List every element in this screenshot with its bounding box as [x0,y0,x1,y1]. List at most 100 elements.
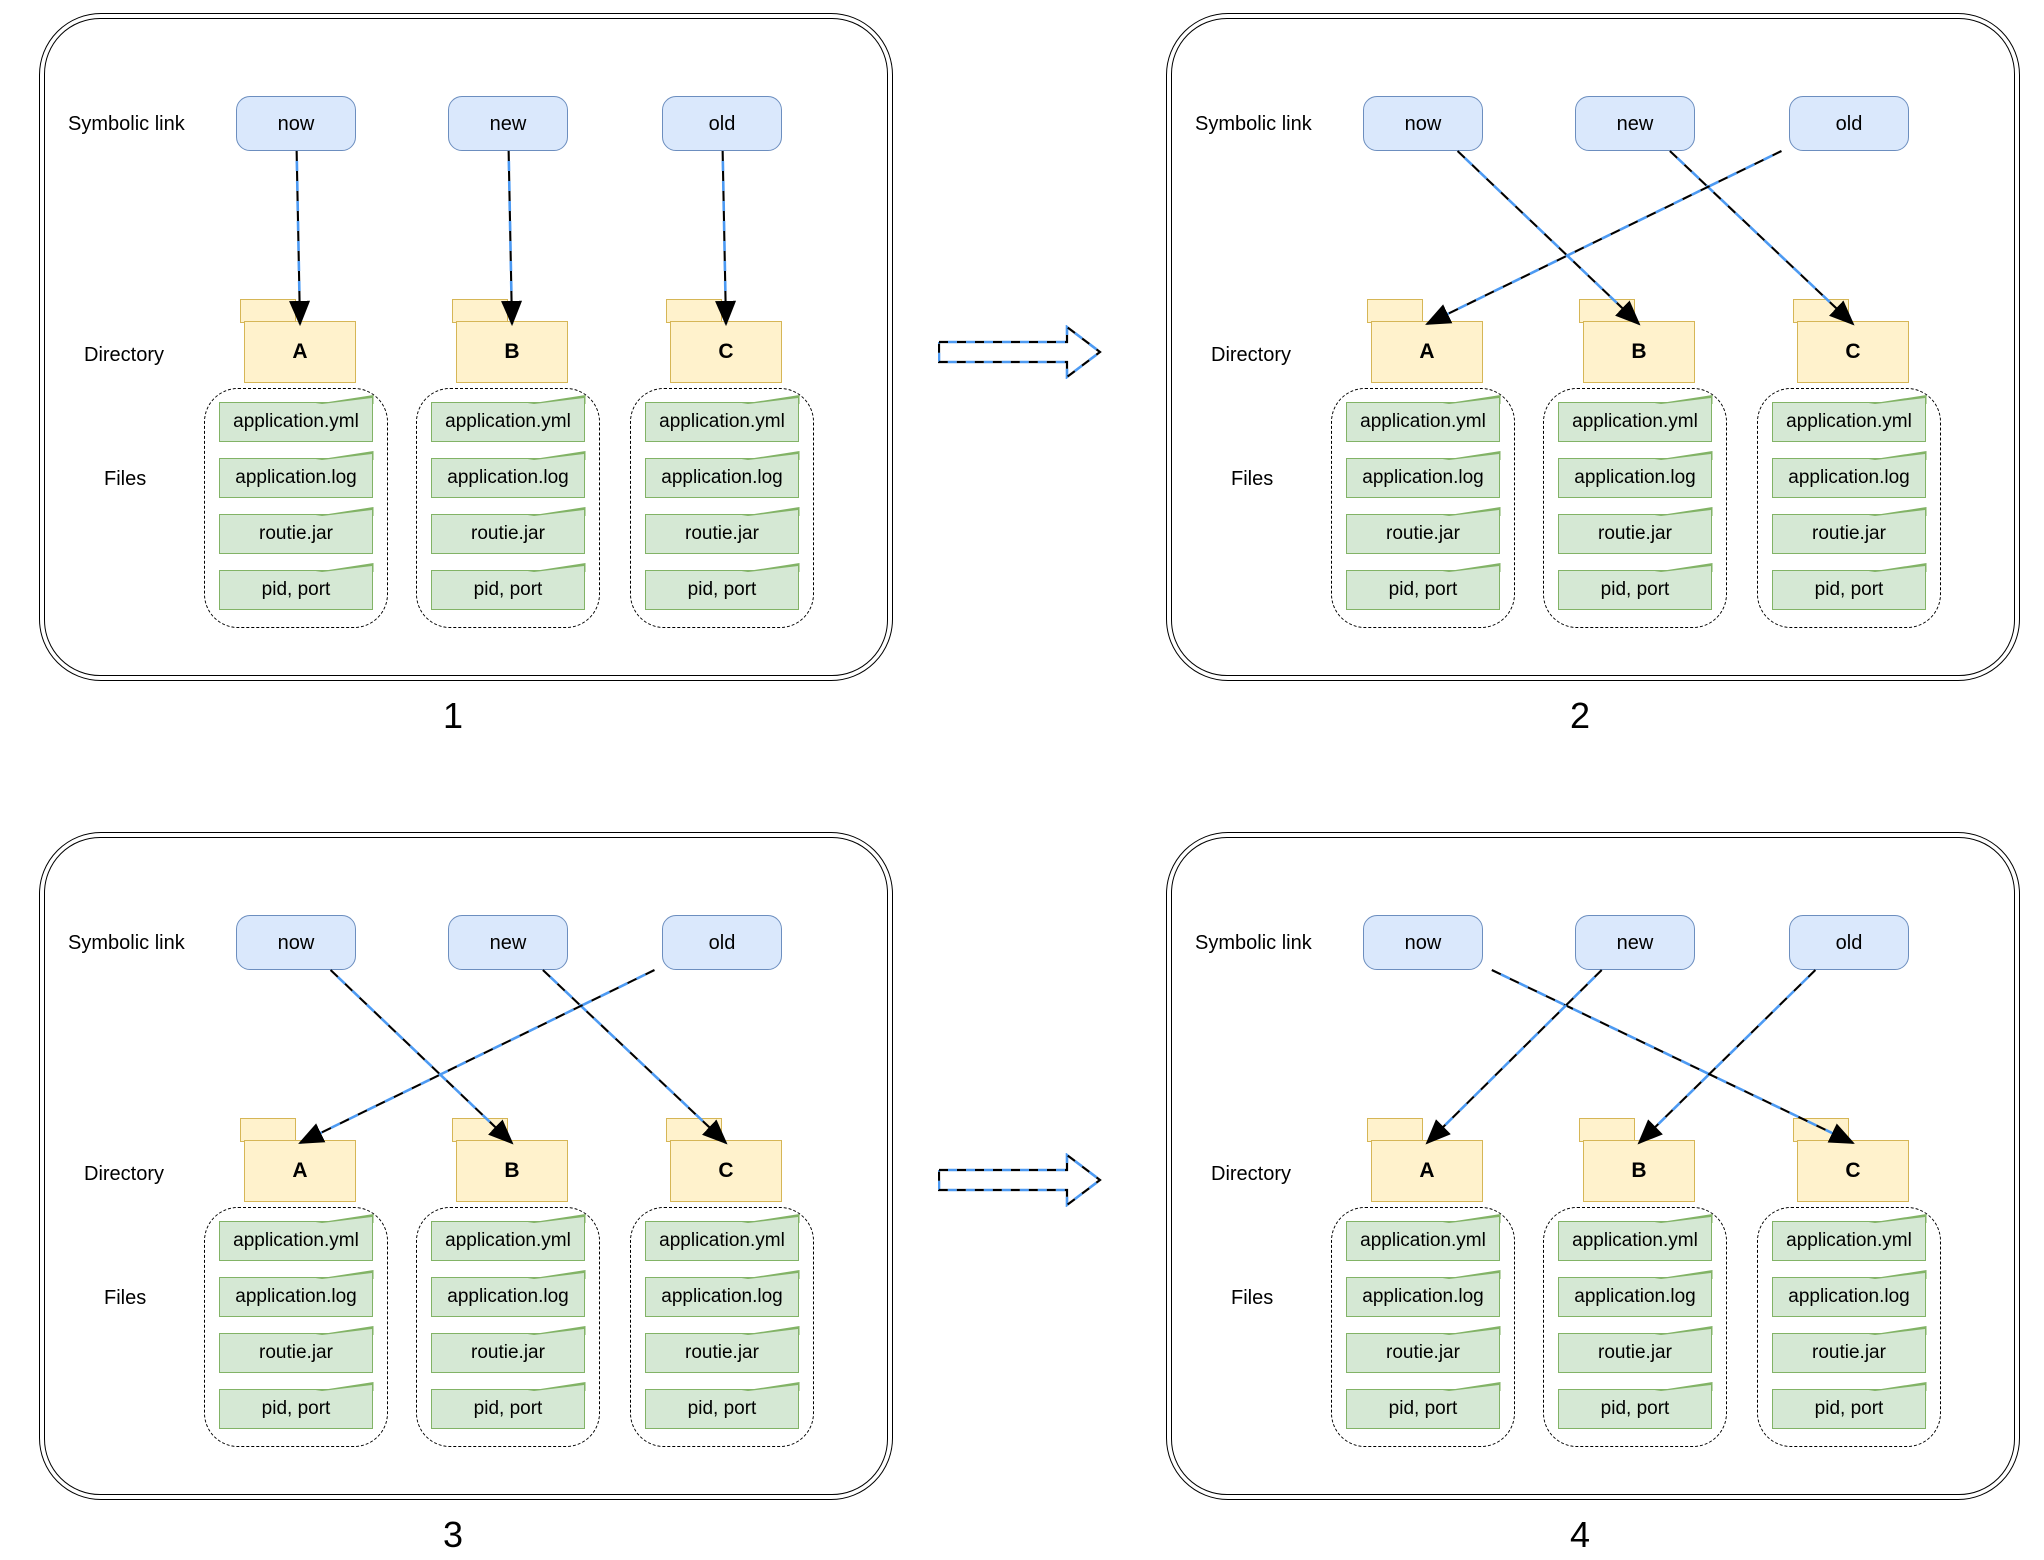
file-item: pid, port [1772,1389,1926,1429]
link-arrow-new-to-A [1426,969,1603,1144]
file-item: pid, port [219,570,373,610]
file-item: pid, port [431,570,585,610]
panel-number: 3 [442,1514,464,1555]
link-arrow-now-to-A [289,150,311,327]
files-group-c: application.yml application.log routie.j… [1757,388,1941,628]
file-item: pid, port [1346,570,1500,610]
panel-number: 4 [1569,1514,1591,1555]
file-item: routie.jar [431,514,585,554]
row-label-symbolic-link: Symbolic link [1195,932,1312,954]
file-item: application.yml [645,402,799,442]
folder-tab-icon [240,299,296,323]
link-arrow-old-to-C [715,150,737,327]
files-group-a: application.yml application.log routie.j… [204,1207,388,1447]
symlink-box-old: old [662,915,782,970]
symlink-box-old: old [1789,915,1909,970]
row-label-files: Files [1231,468,1274,490]
directory-folder-b: B [1583,321,1695,383]
link-arrow-new-to-B [501,150,523,327]
file-item: application.log [1772,1277,1926,1317]
file-item: application.log [431,458,585,498]
block-arrow-icon [937,1152,1103,1208]
file-item: pid, port [431,1389,585,1429]
row-label-symbolic-link: Symbolic link [68,932,185,954]
file-item: application.yml [645,1221,799,1261]
directory-folder-a: A [1371,1140,1483,1202]
file-item: application.log [431,1277,585,1317]
panel-number: 1 [442,695,464,736]
file-item: application.yml [1558,402,1712,442]
file-item: routie.jar [219,514,373,554]
folder-tab-icon [1367,299,1423,323]
directory-folder-c: C [1797,321,1909,383]
file-item: application.yml [219,1221,373,1261]
file-item: routie.jar [645,514,799,554]
row-label-directory: Directory [84,1163,165,1185]
files-group-b: application.yml application.log routie.j… [416,388,600,628]
file-item: application.log [645,1277,799,1317]
file-item: routie.jar [1558,514,1712,554]
files-group-b: application.yml application.log routie.j… [1543,1207,1727,1447]
folder-tab-icon [452,299,508,323]
file-item: routie.jar [219,1333,373,1373]
directory-folder-b: B [456,1140,568,1202]
panel-1: Symbolic link Directory Files now new ol… [39,13,893,681]
link-arrow-old-to-B [1637,969,1817,1145]
directory-folder-a: A [1371,321,1483,383]
files-group-b: application.yml application.log routie.j… [416,1207,600,1447]
file-item: routie.jar [645,1333,799,1373]
row-label-directory: Directory [84,344,165,366]
folder-tab-icon [666,299,722,323]
panel-number: 2 [1569,695,1591,736]
folder-tab-icon [1579,1118,1635,1142]
row-label-files: Files [104,1287,147,1309]
link-arrow-now-to-A [295,150,302,325]
file-item: application.yml [219,402,373,442]
files-group-c: application.yml application.log routie.j… [1757,1207,1941,1447]
panel-2: Symbolic link Directory Files now new ol… [1166,13,2020,681]
link-arrow-old-to-C [721,150,728,325]
link-arrow-old-to-B [1638,969,1817,1144]
directory-folder-a: A [244,1140,356,1202]
symlink-box-old: old [1789,96,1909,151]
files-group-a: application.yml application.log routie.j… [1331,1207,1515,1447]
symlink-box-new: new [448,915,568,970]
directory-folder-b: B [456,321,568,383]
file-item: application.log [1558,458,1712,498]
file-item: pid, port [219,1389,373,1429]
file-item: pid, port [645,1389,799,1429]
files-group-a: application.yml application.log routie.j… [204,388,388,628]
folder-tab-icon [1793,1118,1849,1142]
folder-tab-icon [1367,1118,1423,1142]
directory-folder-c: C [670,1140,782,1202]
link-arrow-new-to-B [507,150,514,325]
files-group-c: application.yml application.log routie.j… [630,388,814,628]
files-group-c: application.yml application.log routie.j… [630,1207,814,1447]
files-group-a: application.yml application.log routie.j… [1331,388,1515,628]
file-item: application.yml [1772,402,1926,442]
file-item: application.yml [1346,1221,1500,1261]
folder-tab-icon [452,1118,508,1142]
block-arrow-icon [937,324,1103,380]
directory-folder-a: A [244,321,356,383]
file-item: application.log [645,458,799,498]
transition-arrow-3-to-4 [937,1152,1103,1208]
row-label-symbolic-link: Symbolic link [68,113,185,135]
file-item: application.log [1558,1277,1712,1317]
row-label-directory: Directory [1211,1163,1292,1185]
file-item: routie.jar [1772,514,1926,554]
folder-tab-icon [666,1118,722,1142]
file-item: routie.jar [1346,1333,1500,1373]
folder-tab-icon [240,1118,296,1142]
symlink-box-now: now [236,915,356,970]
row-label-symbolic-link: Symbolic link [1195,113,1312,135]
file-item: application.log [1772,458,1926,498]
file-item: application.log [1346,1277,1500,1317]
panel-3: Symbolic link Directory Files now new ol… [39,832,893,1500]
file-item: pid, port [1346,1389,1500,1429]
symlink-box-new: new [1575,96,1695,151]
file-item: pid, port [1772,570,1926,610]
file-item: application.log [219,458,373,498]
file-item: application.yml [431,1221,585,1261]
